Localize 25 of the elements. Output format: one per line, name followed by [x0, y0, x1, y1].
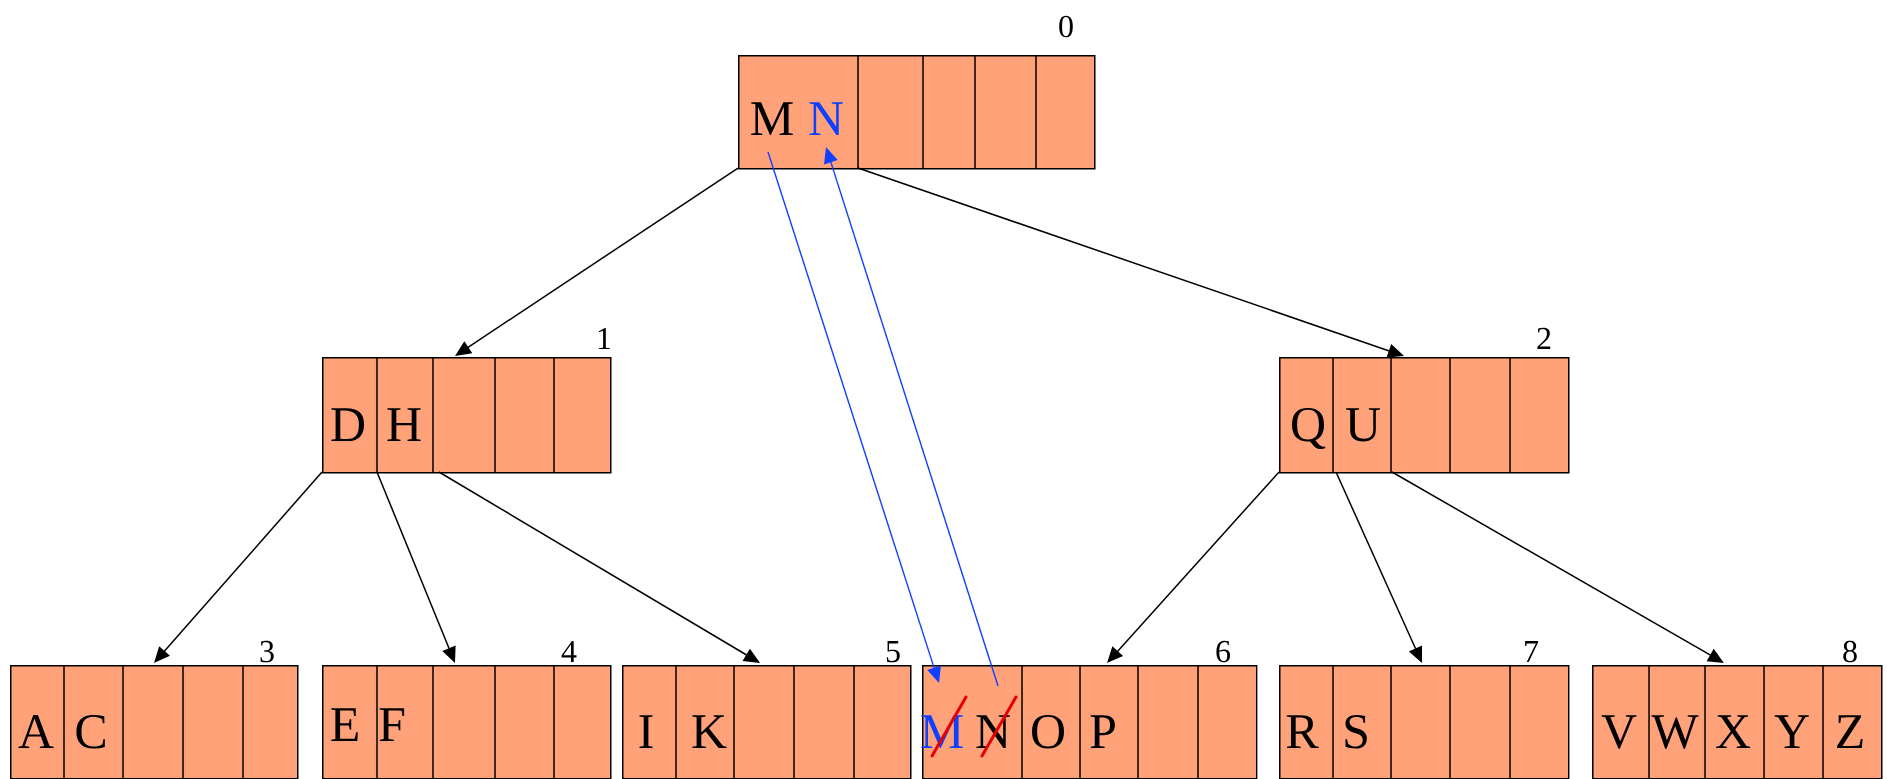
btree-node: V W X Y Z 8 [1592, 640, 1883, 779]
arrow [438, 471, 760, 663]
btree-node: D H 1 [322, 327, 612, 474]
node-label: 7 [1525, 641, 1539, 663]
node-label: 3 [260, 640, 274, 663]
btree-node: A C 3 [10, 640, 299, 779]
node-label: 1 [598, 327, 611, 349]
node-label: 5 [886, 641, 900, 663]
btree-node: E F 4 [322, 640, 612, 779]
node-label: 0 [1059, 15, 1073, 38]
btree-node: Q U 2 [1279, 327, 1570, 474]
node-label: 2 [1537, 327, 1551, 349]
node-label: 4 [561, 640, 577, 663]
arrow [1107, 471, 1280, 663]
node-label: 8 [1843, 640, 1857, 663]
arrow [1391, 471, 1724, 663]
btree-node: R S 7 [1279, 641, 1570, 779]
node-label: 6 [1216, 640, 1231, 663]
btree-node: I K 5 [622, 641, 912, 779]
arrow [455, 167, 739, 356]
btree-node: M N 0 [738, 15, 1096, 170]
arrow [154, 471, 323, 663]
arrow [767, 151, 941, 683]
arrow [824, 147, 999, 687]
arrow [1335, 471, 1423, 663]
